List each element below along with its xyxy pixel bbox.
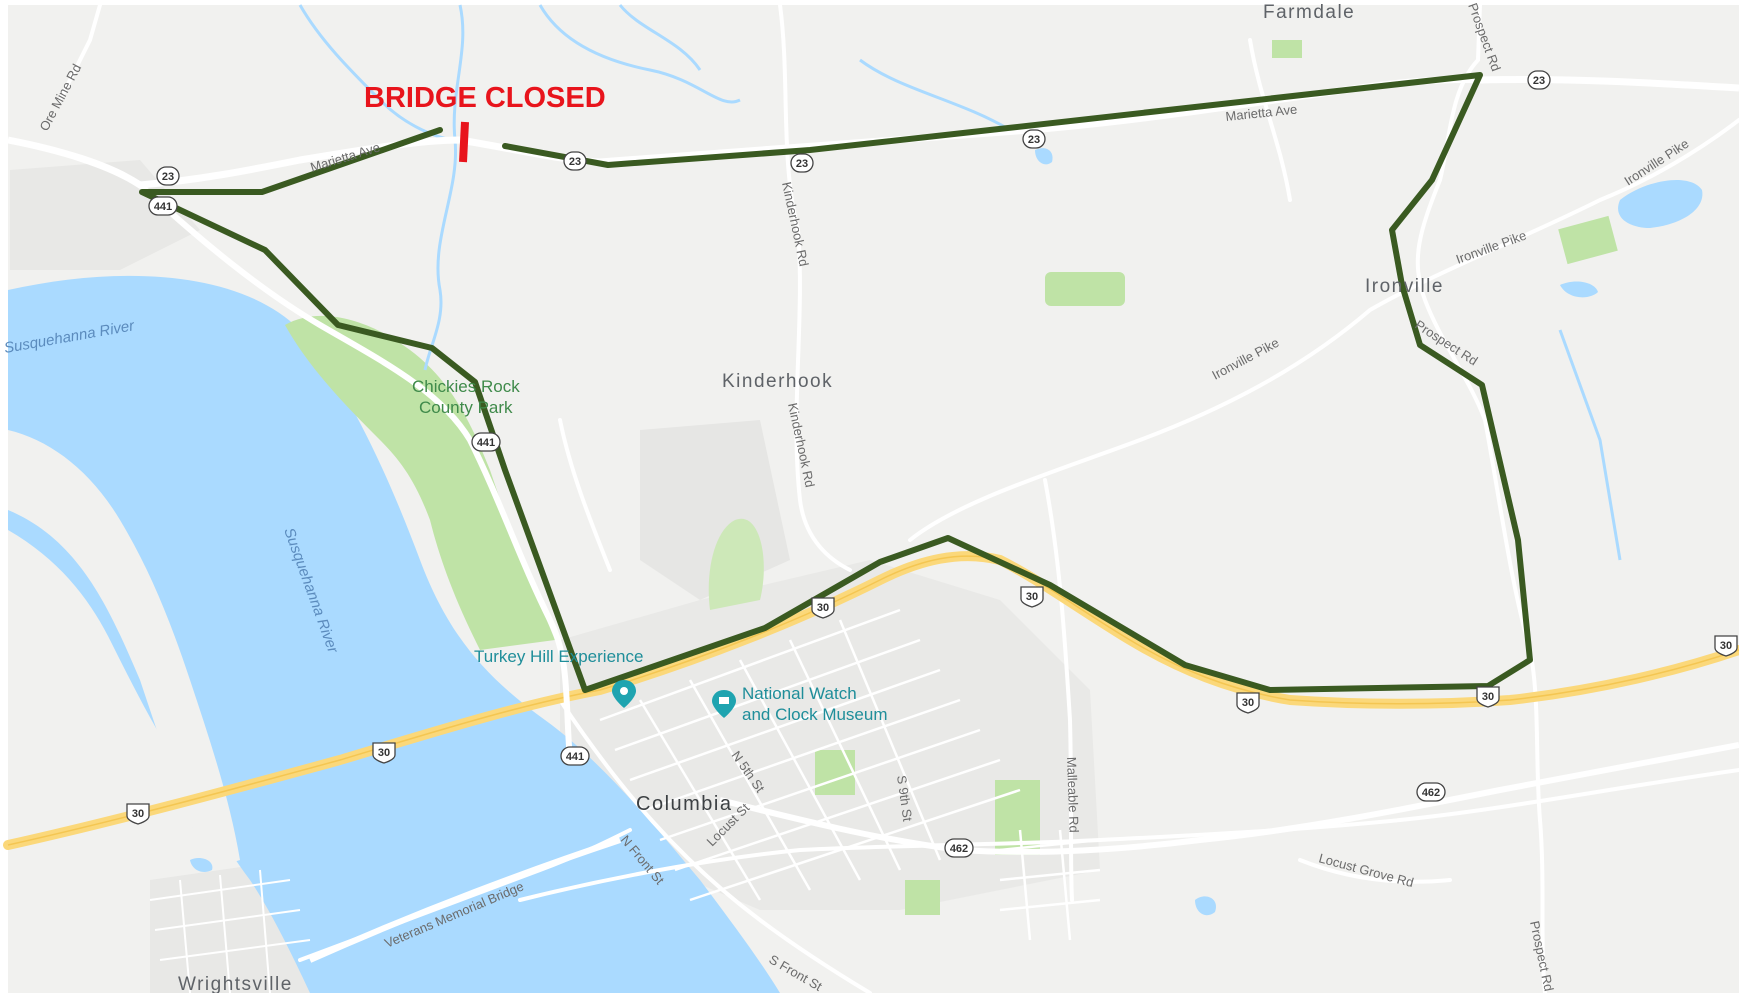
us-route-shield-icon: 30: [811, 597, 835, 619]
route-462: [719, 742, 1739, 855]
us-route-shield-icon: 30: [1020, 586, 1044, 608]
route-number: 30: [378, 747, 390, 759]
columbia-street-grid: [599, 608, 1101, 941]
route-number: 30: [1482, 691, 1494, 703]
state-route-shield-icon: 23: [1022, 129, 1046, 149]
park: [905, 880, 940, 915]
us-route-shield-icon: 30: [1476, 686, 1500, 708]
park: [815, 750, 855, 795]
state-route-shield-icon: 441: [471, 432, 501, 452]
state-route-shield-icon: 441: [560, 746, 590, 766]
state-route-shield-icon: 23: [790, 153, 814, 173]
road-label-malleable-rd: Malleable Rd: [1064, 757, 1082, 833]
chickies-rock-park: [285, 315, 555, 650]
route-number: 30: [1242, 697, 1254, 709]
route-number: 23: [796, 158, 808, 170]
bridge-closed-marker: [459, 121, 469, 163]
park: [1558, 215, 1618, 265]
road-label-s-9th-st: S 9th St: [894, 774, 915, 822]
state-route-shield-icon: 462: [1416, 782, 1446, 802]
poi-dot-icon: [620, 687, 628, 695]
route-number: 30: [817, 602, 829, 614]
pond: [1618, 179, 1703, 228]
pond: [190, 858, 213, 872]
route-number: 462: [1422, 787, 1440, 799]
bridge-closed-label: BRIDGE CLOSED: [364, 82, 606, 114]
route-number: 441: [566, 751, 584, 763]
park: [708, 518, 764, 610]
pond: [1560, 281, 1598, 298]
state-route-shield-icon: 441: [148, 196, 178, 216]
route-number: 30: [1720, 640, 1732, 652]
route-number: 23: [1028, 134, 1040, 146]
creeks: [298, 4, 1622, 561]
route-number: 462: [950, 843, 968, 855]
us-30-centerline: [7, 555, 1739, 846]
detour-route: [139, 72, 1533, 693]
route-number: 30: [1026, 591, 1038, 603]
route-number: 30: [132, 808, 144, 820]
place-label-farmdale: Farmdale: [1263, 2, 1355, 23]
turkey-hill-marker[interactable]: [612, 680, 636, 708]
park: [1045, 272, 1125, 306]
columbia-urban-area: [560, 560, 1100, 910]
state-route-shield-icon: 23: [563, 151, 587, 171]
poi-label-museum-line2[interactable]: and Clock Museum: [742, 705, 888, 724]
us-route-shield-icon: 30: [372, 742, 396, 764]
route-number: 441: [477, 437, 495, 449]
route-number: 23: [1533, 75, 1545, 87]
wrightsville-street-grid: [149, 869, 311, 994]
route-441: [137, 182, 573, 761]
us-route-shield-icon: 30: [1714, 635, 1738, 657]
route-number: 23: [162, 171, 174, 183]
us-route-shield-icon: 30: [126, 803, 150, 825]
poi-label-museum-line1[interactable]: National Watch: [742, 684, 857, 703]
route-number: 23: [569, 156, 581, 168]
veterans-memorial-bridge: [308, 837, 621, 963]
place-label-wrightsville: Wrightsville: [178, 974, 293, 993]
marietta-urban-area: [10, 160, 200, 270]
route-number: 441: [154, 201, 172, 213]
museum-building-icon: [719, 697, 729, 704]
place-label-ironville: Ironville: [1365, 276, 1444, 297]
pond: [1195, 896, 1216, 916]
pond: [1035, 148, 1053, 165]
park-label-county-park: County Park: [419, 398, 513, 417]
park: [1272, 40, 1302, 58]
clock-museum-marker[interactable]: [712, 690, 736, 718]
state-route-shield-icon: 462: [944, 838, 974, 858]
susquehanna-river: [8, 275, 780, 993]
us-route-shield-icon: 30: [1236, 692, 1260, 714]
state-route-shield-icon: 23: [156, 166, 180, 186]
poi-label-turkey-hill[interactable]: Turkey Hill Experience: [474, 647, 643, 666]
river-island: [8, 430, 240, 870]
place-label-columbia: Columbia: [636, 793, 732, 815]
park-label-chickies-rock: Chickies Rock: [412, 377, 520, 396]
place-label-kinderhook: Kinderhook: [722, 371, 833, 392]
road-label-marietta-ave: Marietta Ave: [1225, 102, 1298, 124]
state-route-shield-icon: 23: [1527, 70, 1551, 90]
